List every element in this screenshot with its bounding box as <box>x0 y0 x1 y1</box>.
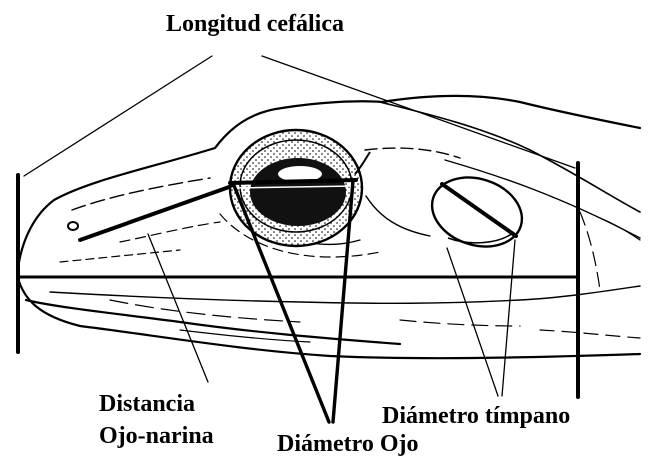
nostril <box>68 222 78 230</box>
label-longitud-cefalica: Longitud cefálica <box>166 12 344 36</box>
leader-timpano-left <box>447 248 498 396</box>
eye-nostril-distance-line <box>80 186 232 240</box>
label-diametro-ojo: Diámetro Ojo <box>277 432 419 456</box>
label-distancia: Distancia <box>99 392 195 416</box>
label-ojo-narina: Ojo-narina <box>99 424 214 448</box>
leader-distancia <box>148 234 208 382</box>
label-diametro-timpano: Diámetro tímpano <box>382 404 570 428</box>
leader-timpano-right <box>502 240 515 396</box>
